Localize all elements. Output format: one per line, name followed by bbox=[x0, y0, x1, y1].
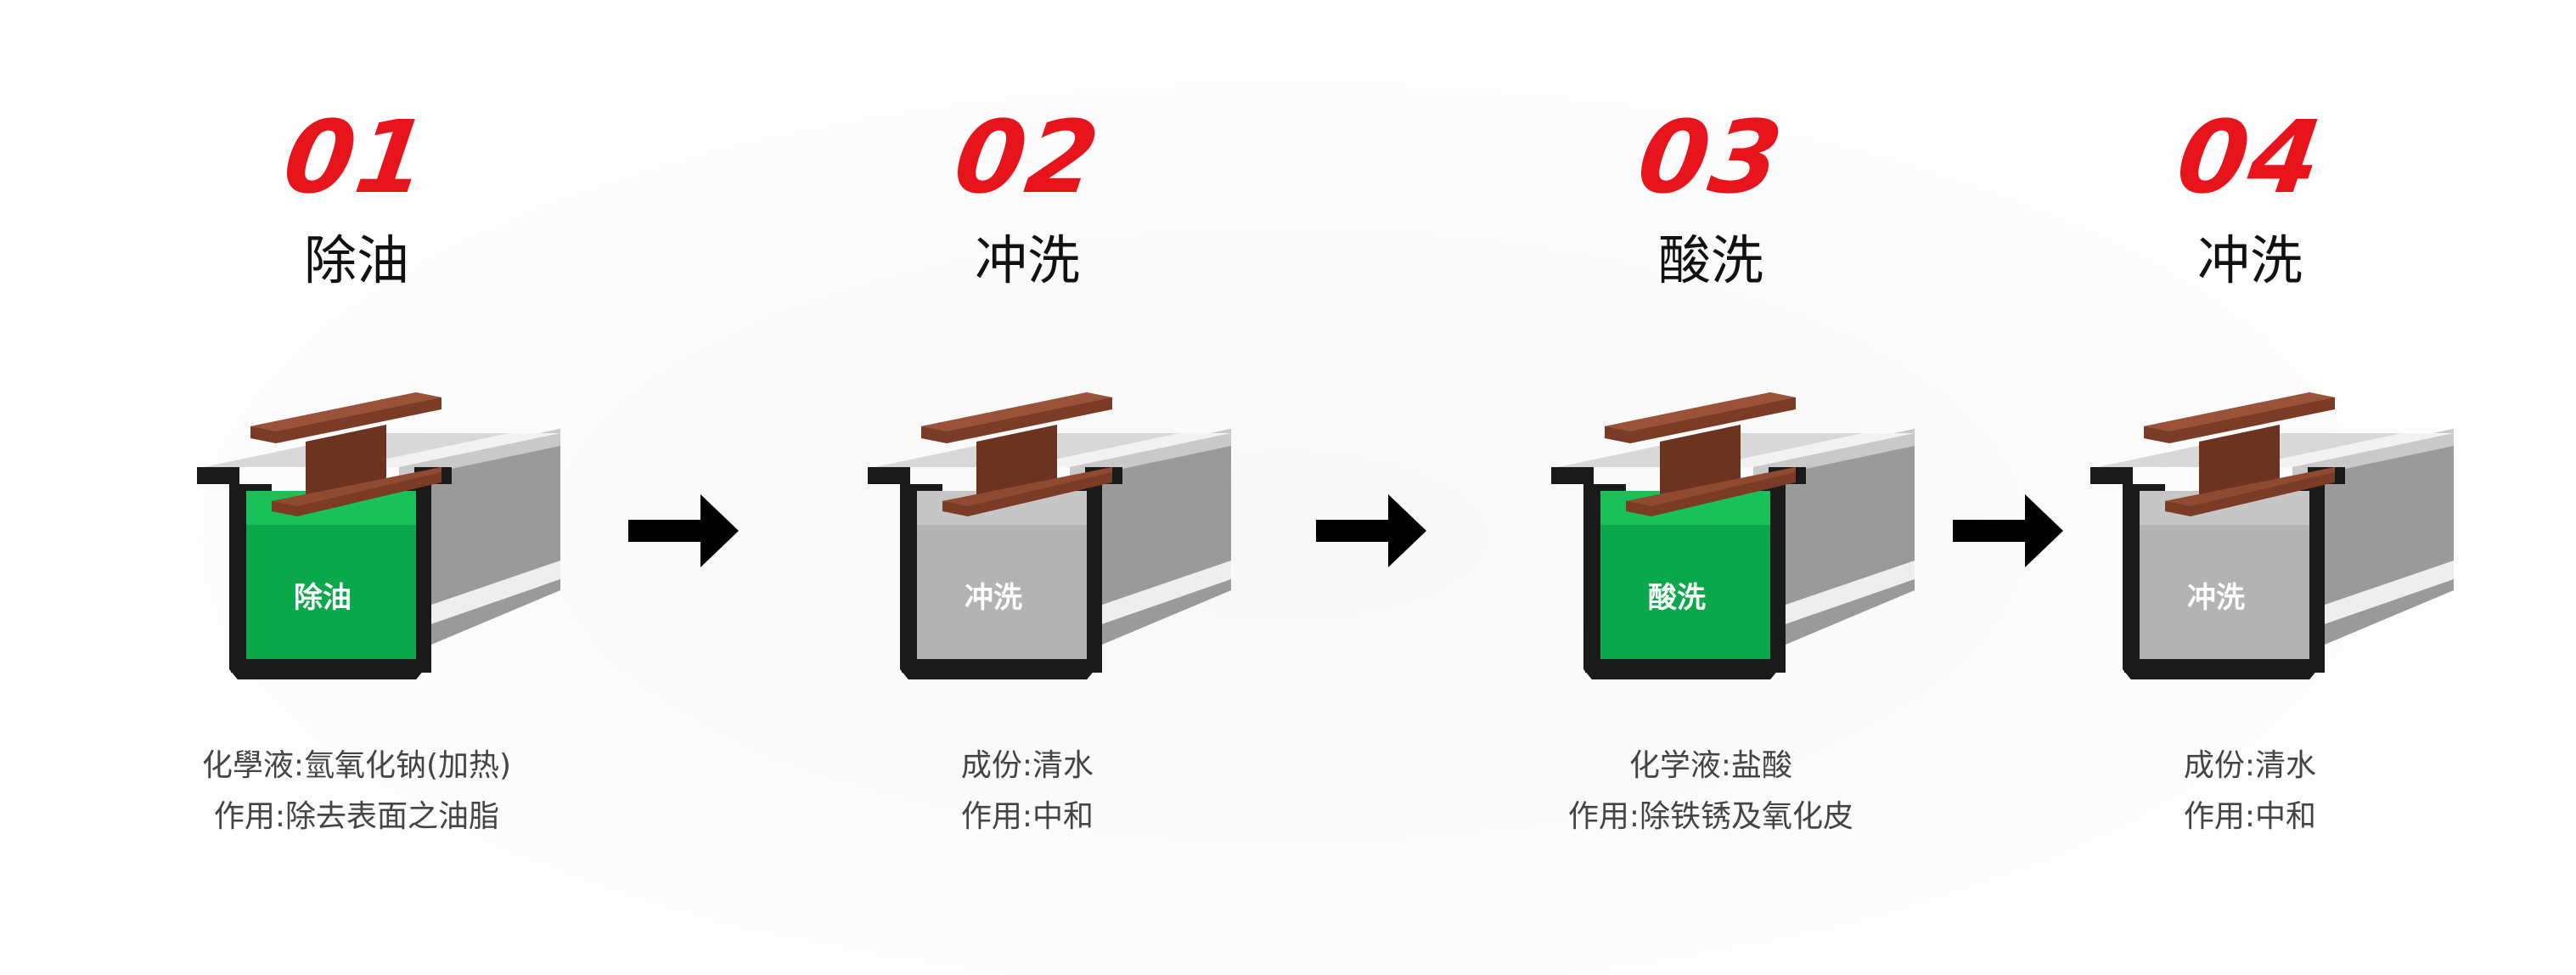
step-number: 04 bbox=[2170, 99, 2330, 216]
right-arrow-icon bbox=[628, 494, 739, 567]
tank-label: 冲洗 bbox=[965, 581, 1022, 615]
tank-label: 冲洗 bbox=[2187, 581, 2245, 615]
tank-icon bbox=[2065, 429, 2454, 679]
right-arrow-icon bbox=[1316, 494, 1426, 567]
step-number: 02 bbox=[948, 99, 1107, 216]
step-description: 成份:清水 作用:中和 bbox=[705, 741, 1350, 843]
desc-line: 化學液:氫氧化钠(加热) bbox=[201, 748, 512, 783]
desc-line: 作用:中和 bbox=[2183, 799, 2317, 834]
desc-line: 化学液:盐酸 bbox=[1628, 748, 1793, 783]
desc-line: 成份:清水 bbox=[960, 748, 1094, 783]
i-beam-icon bbox=[921, 392, 1112, 516]
step-number: 01 bbox=[277, 99, 436, 216]
step-title: 除油 bbox=[303, 229, 409, 291]
desc-line: 作用:中和 bbox=[960, 799, 1094, 834]
i-beam-icon bbox=[2144, 392, 2335, 516]
tank-label: 酸洗 bbox=[1648, 581, 1706, 615]
tank-illustration: 冲洗 bbox=[2065, 392, 2454, 679]
tank-illustration: 除油 bbox=[172, 392, 560, 679]
desc-line: 作用:除去表面之油脂 bbox=[213, 799, 500, 834]
step-2: 02 冲洗 冲洗 成份:清水 作用:中和 bbox=[705, 0, 1350, 975]
i-beam-icon bbox=[250, 392, 442, 516]
tank-illustration: 酸洗 bbox=[1526, 392, 1915, 679]
step-title: 冲洗 bbox=[2196, 229, 2303, 291]
step-4: 04 冲洗 冲洗 成份:清水 作用:中和 bbox=[1927, 0, 2573, 975]
right-arrow-icon bbox=[1953, 494, 2063, 567]
i-beam-icon bbox=[1605, 392, 1796, 516]
step-title: 冲洗 bbox=[974, 229, 1080, 291]
step-1: 01 除油 bbox=[34, 0, 679, 975]
step-description: 成份:清水 作用:中和 bbox=[1927, 741, 2573, 843]
step-3: 03 酸洗 酸洗 化学液:盐酸 作用:除铁锈及氧化皮 bbox=[1388, 0, 2033, 975]
desc-line: 成份:清水 bbox=[2183, 748, 2317, 783]
tank-icon bbox=[1526, 429, 1915, 679]
tank-label: 除油 bbox=[294, 581, 352, 615]
tank-illustration: 冲洗 bbox=[842, 392, 1231, 679]
step-description: 化学液:盐酸 作用:除铁锈及氧化皮 bbox=[1388, 741, 2033, 843]
desc-line: 作用:除铁锈及氧化皮 bbox=[1567, 799, 1854, 834]
step-title: 酸洗 bbox=[1657, 229, 1763, 291]
step-description: 化學液:氫氧化钠(加热) 作用:除去表面之油脂 bbox=[34, 741, 679, 843]
